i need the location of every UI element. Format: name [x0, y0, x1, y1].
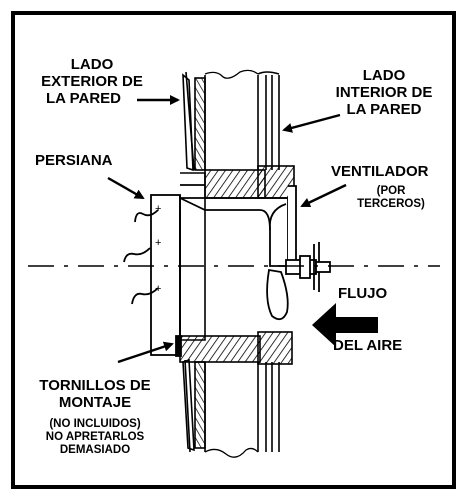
airflow-arrow	[312, 303, 378, 347]
label-incl-line2: NO APRETARLOS	[45, 430, 145, 443]
label-interior-line2: INTERIOR DE	[335, 83, 433, 101]
label-incl-line3: DEMASIADO	[59, 443, 131, 456]
label-exterior-line1: LADO	[70, 56, 114, 73]
label-tornillos-line1: TORNILLOS DE	[39, 377, 151, 394]
bottom-sill	[179, 331, 293, 365]
label-interior-line3: LA PARED	[346, 100, 422, 118]
label-incl-line1: (NO INCLUIDOS)	[49, 418, 141, 430]
label-ventilador: VENTILADOR	[331, 163, 429, 180]
label-exterior-line2: EXTERIOR DE	[41, 72, 143, 90]
label-tornillos: TORNILLOS DE MONTAJE	[38, 377, 152, 412]
svg-text:+: +	[155, 203, 161, 215]
label-persiana: PERSIANA	[35, 152, 113, 169]
label-flujo: FLUJO	[338, 285, 388, 302]
arrow-persiana	[107, 176, 145, 200]
fan	[179, 184, 331, 336]
wall-top-section	[182, 69, 280, 172]
label-por-line1: (POR	[376, 185, 406, 197]
label-por-terceros: (POR TERCEROS)	[346, 185, 436, 211]
label-por-line2: TERCEROS)	[357, 197, 425, 210]
label-interior-line1: LADO	[362, 67, 406, 84]
diagram-frame	[11, 11, 456, 489]
shutter: + + +	[123, 172, 206, 357]
label-no-incluidos: (NO INCLUIDOS) NO APRETARLOS DEMASIADO	[38, 418, 152, 457]
arrow-tornillos	[117, 341, 174, 364]
label-interior: LADO INTERIOR DE LA PARED	[332, 67, 436, 118]
arrow-ventilador	[300, 183, 347, 208]
leader-arrows	[107, 95, 347, 364]
arrow-interior	[282, 113, 341, 133]
label-del-aire: DEL AIRE	[333, 337, 403, 354]
top-header	[204, 165, 295, 199]
label-exterior-line3: LA PARED	[46, 89, 121, 107]
svg-text:+: +	[155, 237, 161, 249]
label-tornillos-line2: MONTAJE	[58, 393, 132, 411]
label-exterior: LADO EXTERIOR DE LA PARED	[34, 56, 150, 107]
wall-bottom-section	[182, 358, 280, 458]
